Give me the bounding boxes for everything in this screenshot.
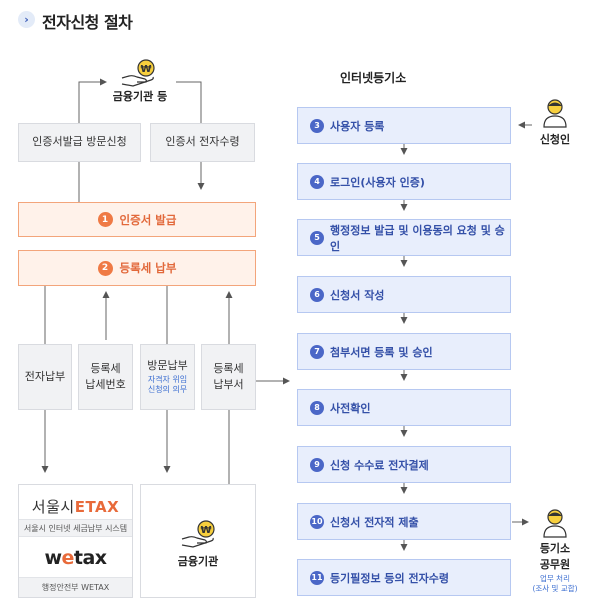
svg-text:₩: ₩	[140, 64, 151, 75]
step-5-number: 5	[310, 230, 324, 245]
step-8-label: 사전확인	[330, 401, 371, 415]
step-8-box: 8 사전확인	[297, 389, 511, 426]
wetax-logo: wetax	[19, 547, 132, 569]
svg-text:₩: ₩	[200, 525, 211, 536]
visit-payment-sub-2: 신청의 의무	[147, 385, 188, 395]
hand-coin-icon: ₩	[119, 58, 159, 88]
step-5-box: 5 행정정보 발급 및 이용동의 요청 및 승인	[297, 219, 511, 256]
tax-bill-line-2: 납부서	[213, 378, 244, 391]
chevron-right-icon: ›	[18, 11, 35, 28]
wetax-caption-bar: 행정안전부 WETAX	[19, 577, 132, 597]
official-note: 업무 처리 (조사 및 교합)	[524, 574, 586, 594]
step-3-number: 3	[310, 118, 324, 133]
hand-coin-icon: ₩	[179, 519, 219, 549]
step-9-number: 9	[310, 457, 324, 472]
official-label-line-1: 등기소	[539, 542, 571, 555]
visit-payment-sub-1: 자격자 위임	[147, 374, 188, 384]
bottom-bank-box: ₩ 금융기관	[140, 484, 256, 598]
etax-caption-bar: 서울시 인터넷 세금납부 시스템	[19, 519, 132, 537]
step-8-number: 8	[310, 400, 324, 415]
etax-caption: 서울시 인터넷 세금납부 시스템	[23, 523, 128, 533]
step-11-box: 11 등기필정보 등의 전자수령	[297, 559, 511, 596]
official-note-line-1: 업무 처리	[540, 574, 570, 583]
tax-bill-line-1: 등록세	[213, 361, 244, 375]
person-icon	[541, 508, 569, 538]
e-receive-box: 인증서 전자수령	[150, 123, 255, 162]
step-2-number: 2	[97, 260, 113, 276]
step-3-box: 3 사용자 등록	[297, 107, 511, 144]
tax-number-line-2: 납세번호	[85, 378, 126, 391]
step-10-label: 신청서 전자적 제출	[330, 515, 419, 529]
e-payment-label: 전자납부	[24, 369, 66, 383]
wetax-caption: 행정안전부 WETAX	[41, 583, 110, 592]
e-payment-box: 전자납부	[18, 344, 72, 410]
wetax-suffix: tax	[73, 547, 107, 569]
step-10-number: 10	[310, 514, 324, 529]
step-9-box: 9 신청 수수료 전자결제	[297, 446, 511, 483]
step-2-label: 등록세 납부	[119, 261, 177, 275]
etax-brand-accent: ETAX	[74, 498, 120, 516]
tax-number-line-1: 등록세	[90, 361, 121, 375]
step-6-label: 신청서 작성	[330, 288, 385, 302]
step-4-label: 로그인(사용자 인증)	[330, 175, 425, 189]
step-5-label: 행정정보 발급 및 이용동의 요청 및 승인	[330, 223, 505, 253]
step-9-label: 신청 수수료 전자결제	[330, 458, 429, 472]
etax-wetax-box: 서울시ETAX 서울시 인터넷 세금납부 시스템 wetax 행정안전부 WET…	[18, 484, 133, 598]
wetax-prefix: w	[44, 547, 62, 569]
step-1-box: 1 인증서 발급	[18, 202, 256, 237]
step-11-number: 11	[310, 570, 324, 585]
step-7-label: 첨부서면 등록 및 승인	[330, 345, 433, 359]
official-label-line-2: 공무원	[539, 557, 571, 571]
wetax-accent: e	[61, 547, 75, 569]
official-note-line-2: (조사 및 교합)	[532, 584, 578, 594]
step-3-label: 사용자 등록	[330, 119, 385, 133]
official-label: 등기소 공무원	[527, 541, 583, 573]
step-7-box: 7 첨부서면 등록 및 승인	[297, 333, 511, 370]
step-1-number: 1	[97, 212, 113, 227]
step-2-box: 2 등록세 납부	[18, 250, 256, 286]
visit-apply-box: 인증서발급 방문신청	[18, 123, 141, 162]
visit-payment-box: 방문납부 자격자 위임 신청의 의무	[140, 344, 195, 410]
bottom-bank-label: 금융기관	[177, 555, 219, 568]
registry-title: 인터넷등기소	[340, 71, 407, 85]
step-11-label: 등기필정보 등의 전자수령	[330, 571, 449, 585]
etax-logo: 서울시ETAX	[19, 496, 132, 517]
visit-payment-label: 방문납부	[147, 359, 188, 373]
step-6-box: 6 신청서 작성	[297, 276, 511, 313]
top-bank-label: 금융기관 등	[112, 90, 168, 103]
person-icon	[541, 98, 569, 128]
tax-number-box: 등록세 납세번호	[78, 344, 133, 410]
tax-bill-box: 등록세 납부서	[201, 344, 256, 410]
step-4-box: 4 로그인(사용자 인증)	[297, 163, 511, 200]
step-7-number: 7	[310, 344, 324, 359]
applicant-label: 신청인	[539, 133, 571, 146]
page-title: 전자신청 절차	[42, 13, 133, 32]
step-6-number: 6	[310, 287, 324, 302]
step-1-label: 인증서 발급	[119, 212, 177, 227]
step-10-box: 10 신청서 전자적 제출	[297, 503, 511, 540]
step-4-number: 4	[310, 174, 324, 189]
etax-brand: 서울시	[31, 498, 75, 516]
